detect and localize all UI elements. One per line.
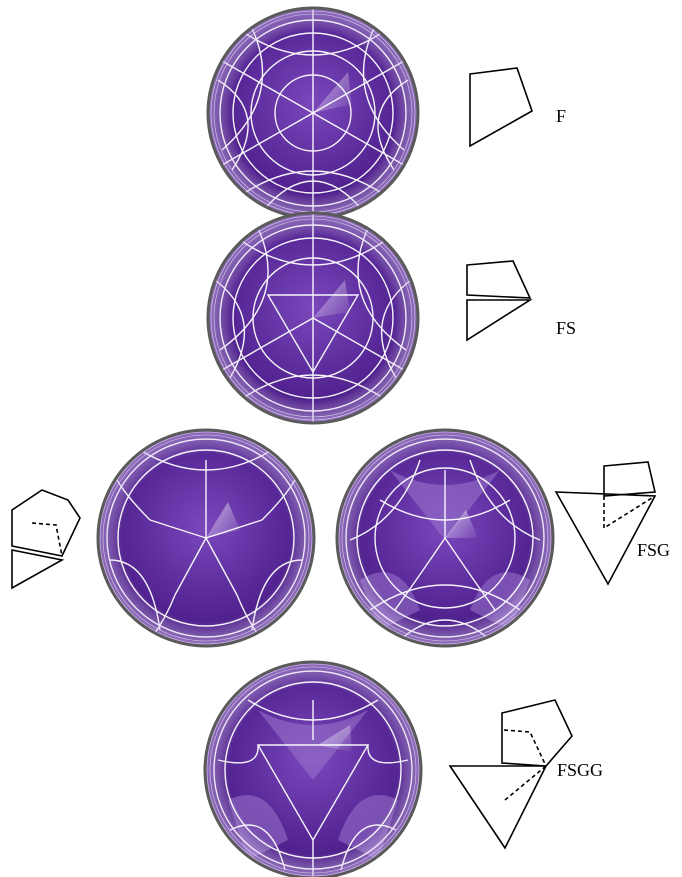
- hyperbolic-disk-fsgg: [203, 660, 423, 877]
- fundamental-domain-fsg-right: [554, 461, 657, 586]
- label-fs: FS: [556, 318, 576, 338]
- hyperbolic-disk-fsg-left: [96, 428, 316, 648]
- label-fsgg: FSGG: [557, 760, 603, 780]
- fundamental-domain-fs: [466, 260, 533, 342]
- fundamental-domain-fsg-left: [11, 489, 81, 590]
- label-fsg: FSG: [637, 540, 670, 560]
- fundamental-domain-f: [469, 67, 533, 148]
- hyperbolic-disk-fsg-right: [335, 428, 555, 648]
- fundamental-domain-fsgg: [448, 699, 573, 850]
- label-f: F: [556, 106, 566, 126]
- hyperbolic-disk-fs: [206, 211, 420, 425]
- hyperbolic-disk-f: [206, 6, 420, 220]
